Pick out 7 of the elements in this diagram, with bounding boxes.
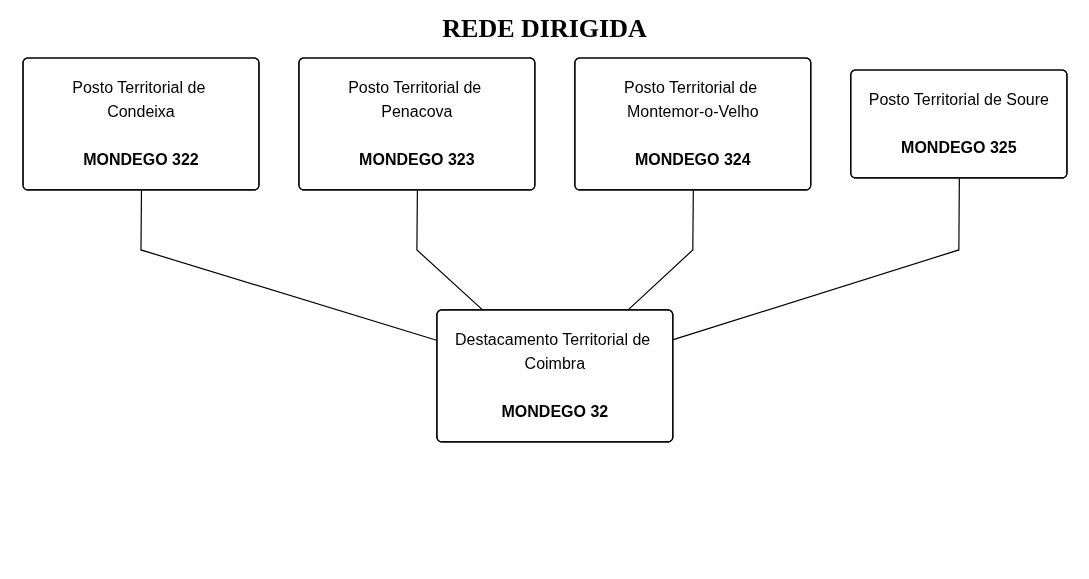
- rounded-box: Posto Territorial de Soure MONDEGO 325: [849, 69, 1068, 179]
- rounded-box: Posto Territorial de Condeixa MONDEGO 322: [21, 57, 260, 191]
- rounded-box: Posto Territorial de Penacova MONDEGO 323: [297, 57, 535, 191]
- rounded-box: Posto Territorial de Montemor-o-Velho MONDEGO 324: [573, 57, 811, 191]
- rounded-box: Destacamento Territorial de Coimbra MONDEGO 32: [435, 309, 673, 443]
- diagram-title: REDE DIRIGIDA: [441, 14, 648, 44]
- connector-line: [672, 177, 960, 341]
